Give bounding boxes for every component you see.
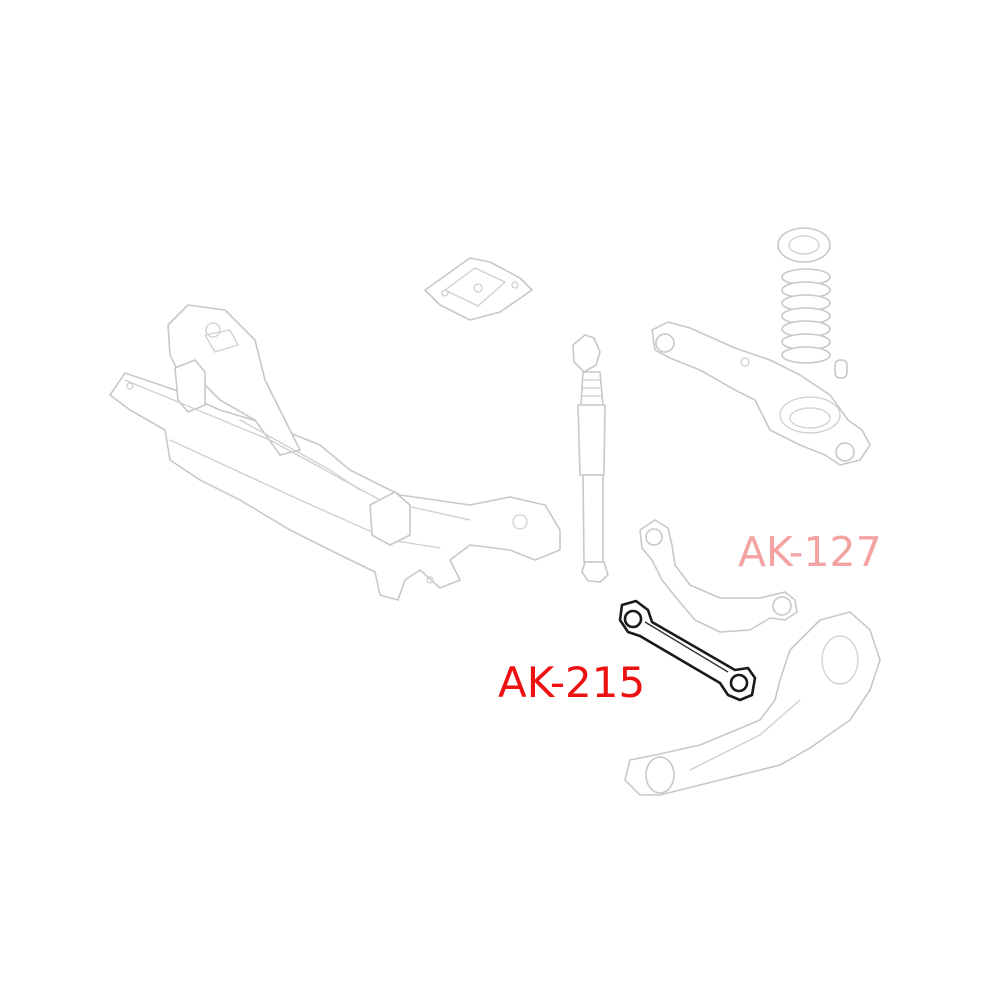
trailing-arm-knuckle <box>624 611 881 796</box>
lower-control-arm <box>651 321 871 466</box>
mounting-bracket-plate <box>424 257 533 321</box>
spring-seat <box>777 227 831 263</box>
rear-subframe <box>109 304 561 601</box>
toe-link-highlighted <box>618 599 757 702</box>
shock-absorber <box>572 334 609 583</box>
upper-camber-arm <box>639 519 798 633</box>
coil-spring <box>781 268 831 364</box>
part-label-ak127[interactable]: AK-127 <box>738 528 882 576</box>
part-label-ak215[interactable]: AK-215 <box>498 658 646 707</box>
bump-stop <box>834 359 848 379</box>
